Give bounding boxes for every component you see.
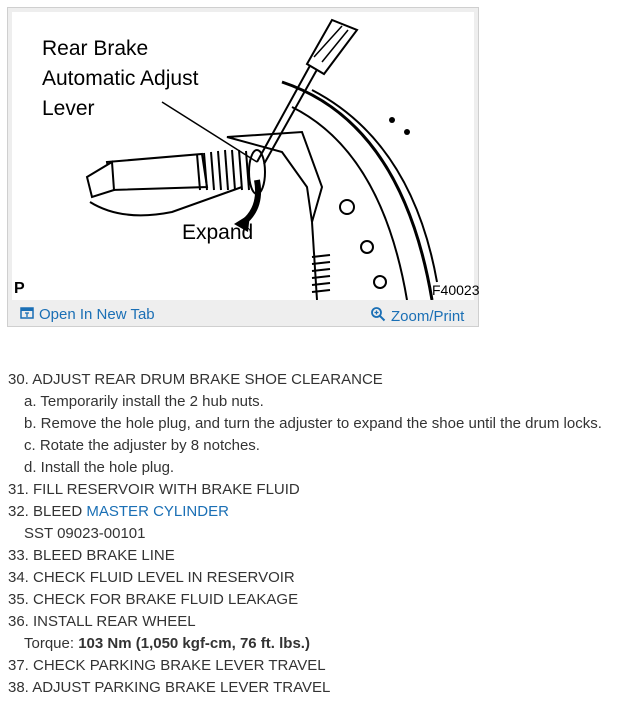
- zoom-print-link[interactable]: Zoom/Print: [370, 306, 464, 326]
- open-new-tab-link[interactable]: Open In New Tab: [20, 306, 155, 323]
- step-33: 33. BLEED BRAKE LINE: [8, 547, 175, 564]
- step-37: 37. CHECK PARKING BRAKE LEVER TRAVEL: [8, 657, 326, 674]
- step-30: 30. ADJUST REAR DRUM BRAKE SHOE CLEARANC…: [8, 371, 383, 388]
- step-34: 34. CHECK FLUID LEVEL IN RESERVOIR: [8, 569, 295, 586]
- figure-label-expand: Expand: [182, 221, 254, 244]
- torque-label: Torque:: [24, 635, 79, 652]
- open-new-tab-label: Open In New Tab: [39, 306, 155, 323]
- step-35: 35. CHECK FOR BRAKE FLUID LEAKAGE: [8, 591, 299, 608]
- step-32-prefix: 32. BLEED: [8, 503, 87, 520]
- master-cylinder-link[interactable]: MASTER CYLINDER: [86, 503, 229, 520]
- step-30c: c. Rotate the adjuster by 8 notches.: [24, 437, 260, 454]
- step-36-torque: Torque: 103 Nm (1,050 kgf-cm, 76 ft. lbs…: [8, 633, 638, 655]
- step-36: 36. INSTALL REAR WHEEL: [8, 613, 196, 630]
- figure-code: F40023: [432, 282, 480, 298]
- step-32: 32. BLEED MASTER CYLINDER: [8, 501, 638, 523]
- torque-value: 103 Nm (1,050 kgf-cm, 76 ft. lbs.): [78, 635, 310, 652]
- figure-label-lever: Rear Brake Automatic Adjust Lever: [42, 37, 199, 120]
- zoom-icon: [370, 306, 386, 326]
- brake-diagram: Rear Brake Automatic Adjust Lever Expand…: [12, 12, 479, 300]
- step-30b: b. Remove the hole plug, and turn the ad…: [24, 415, 602, 432]
- procedure-steps: 30. ADJUST REAR DRUM BRAKE SHOE CLEARANC…: [8, 369, 638, 699]
- figure-label-p: P: [14, 280, 25, 297]
- zoom-print-label: Zoom/Print: [391, 307, 465, 325]
- step-30d: d. Install the hole plug.: [24, 459, 175, 476]
- open-new-tab-icon: [20, 306, 34, 323]
- step-30a: a. Temporarily install the 2 hub nuts.: [24, 393, 264, 410]
- figure-panel: Rear Brake Automatic Adjust Lever Expand…: [7, 7, 479, 327]
- step-32-sst: SST 09023-00101: [24, 525, 146, 542]
- step-31: 31. FILL RESERVOIR WITH BRAKE FLUID: [8, 481, 300, 498]
- step-38: 38. ADJUST PARKING BRAKE LEVER TRAVEL: [8, 679, 331, 696]
- brake-adjuster-illustration: [85, 18, 438, 300]
- figure-toolbar: Open In New Tab Zoom/Print: [8, 300, 478, 326]
